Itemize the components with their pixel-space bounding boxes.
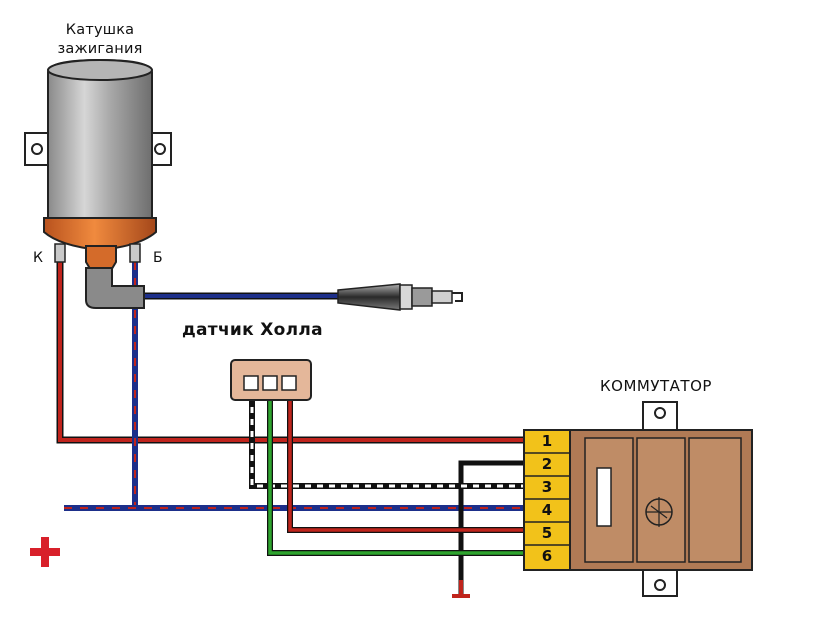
wire-coil-k-to-pin1	[56, 262, 530, 444]
coil-title: Катушка зажигания	[30, 21, 170, 59]
hall-sensor-title: датчик Холла	[182, 320, 323, 340]
wire-hall-to-pin3	[249, 395, 530, 489]
pin-label-5: 5	[541, 524, 553, 542]
battery-plus-symbol	[30, 537, 60, 567]
coil-terminal-b-label: Б	[153, 250, 163, 266]
coil-title-line2: зажигания	[57, 41, 143, 57]
commutator-title: КОММУТАТОР	[600, 377, 712, 395]
ignition-coil	[24, 58, 172, 309]
coil-terminal-k-label: К	[33, 250, 43, 266]
hall-sensor-connector	[230, 359, 312, 401]
pin-label-1: 1	[541, 432, 553, 450]
commutator-module	[523, 401, 753, 597]
wire-hall-to-pin5	[287, 395, 530, 533]
ground-symbol	[452, 580, 470, 598]
wire-hall-to-pin6	[267, 395, 530, 556]
pin-label-3: 3	[541, 478, 553, 496]
pin-label-4: 4	[541, 501, 553, 519]
coil-title-line1: Катушка	[65, 22, 135, 38]
spark-plug	[337, 283, 463, 311]
pin-label-2: 2	[541, 455, 553, 473]
pin-label-6: 6	[541, 547, 553, 565]
